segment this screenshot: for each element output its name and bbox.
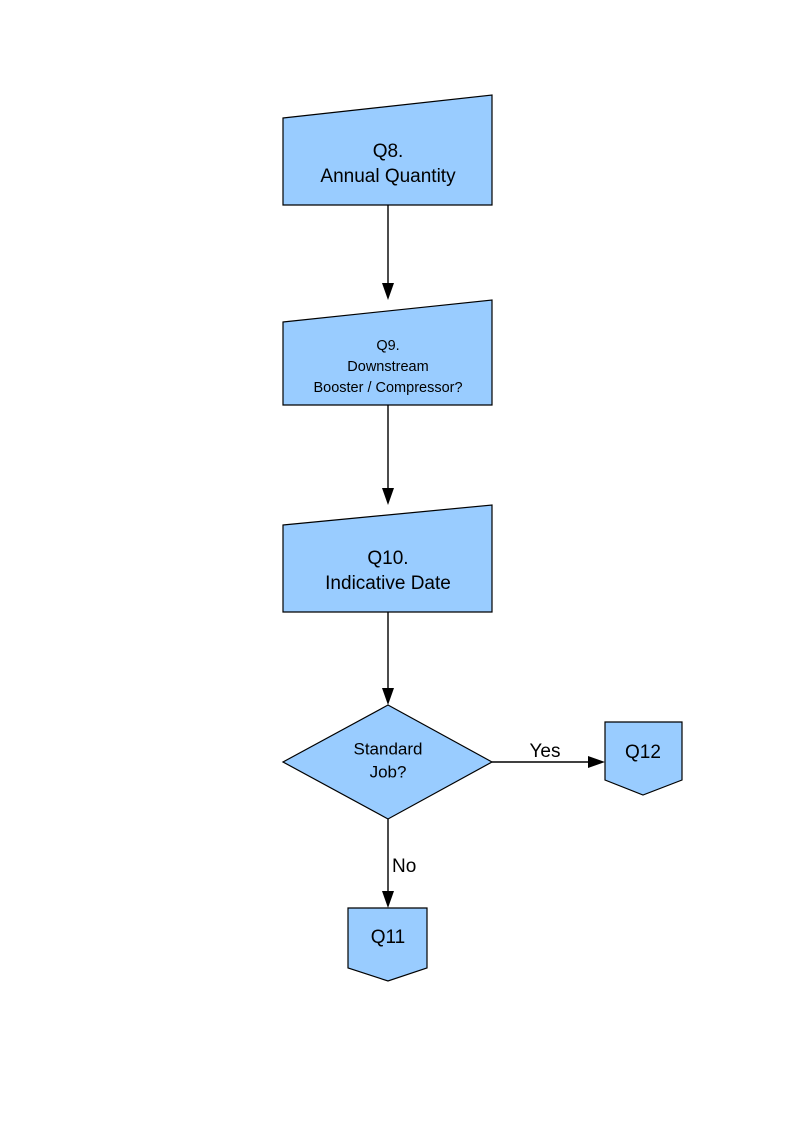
node-q10-line2: Indicative Date <box>325 573 451 594</box>
node-q11-shape[interactable] <box>347 907 428 982</box>
connector-decision-to-q11 <box>382 819 394 908</box>
node-q8-shape[interactable] <box>282 94 493 206</box>
node-q9-line3: Booster / Compressor? <box>313 380 462 396</box>
node-q9-line2: Downstream <box>347 359 428 375</box>
node-q11[interactable]: Q11 <box>347 907 428 982</box>
node-decision-standard-job[interactable]: Standard Job? <box>281 704 494 820</box>
node-q11-label: Q11 <box>371 927 406 948</box>
node-decision-line1: Standard <box>354 739 423 758</box>
connector-q8-to-q9 <box>382 205 394 300</box>
node-q10-shape[interactable] <box>282 504 493 613</box>
edge-label-no: No <box>392 856 416 877</box>
node-decision-shape[interactable] <box>281 704 494 820</box>
node-q12-label: Q12 <box>625 742 661 763</box>
node-q8-line2: Annual Quantity <box>320 166 456 187</box>
node-q12[interactable]: Q12 <box>604 721 683 796</box>
node-q8[interactable]: Q8. Annual Quantity <box>282 94 493 206</box>
node-q9-line1: Q9. <box>376 338 399 354</box>
node-q10[interactable]: Q10. Indicative Date <box>282 504 493 613</box>
node-q9-shape[interactable] <box>282 299 493 406</box>
node-q8-line1: Q8. <box>373 141 404 162</box>
node-decision-line2: Job? <box>370 762 407 781</box>
node-q12-shape[interactable] <box>604 721 683 796</box>
connector-q9-to-q10 <box>382 405 394 505</box>
node-q9[interactable]: Q9. Downstream Booster / Compressor? <box>282 299 493 406</box>
edge-label-yes: Yes <box>530 741 561 762</box>
connector-q10-to-decision <box>382 612 394 705</box>
connector-decision-to-q12 <box>492 756 605 768</box>
node-q10-line1: Q10. <box>367 548 408 569</box>
